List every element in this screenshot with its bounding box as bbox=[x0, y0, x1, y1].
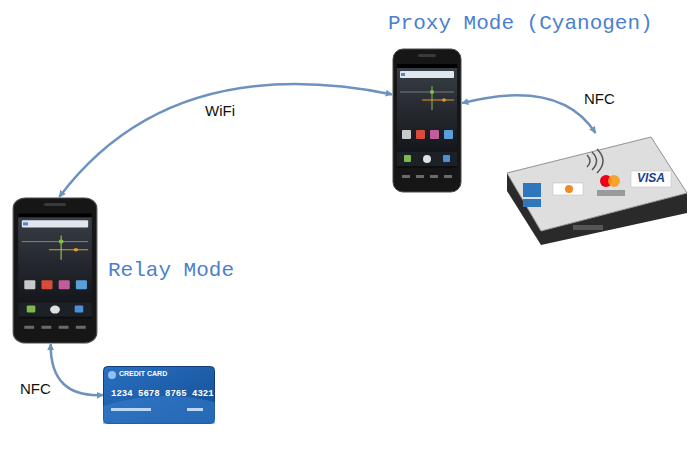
link-arrow bbox=[51, 344, 103, 395]
screen-line bbox=[61, 236, 62, 260]
discover-logo bbox=[565, 185, 573, 193]
mode-label: Relay Mode bbox=[108, 259, 234, 282]
screen-dot bbox=[59, 240, 64, 244]
card-wave bbox=[103, 396, 215, 424]
link-label: NFC bbox=[584, 90, 615, 107]
contactless-symbol bbox=[592, 152, 597, 170]
card-expiry-line bbox=[187, 408, 203, 411]
nav-button bbox=[402, 175, 410, 178]
credit-card: CREDIT CARD 1234 5678 8765 4321 bbox=[103, 366, 215, 424]
terminal-slot bbox=[573, 225, 603, 230]
app-icon bbox=[443, 155, 450, 162]
app-icon bbox=[402, 130, 411, 139]
proxy-phone: Proxy Mode (Cyanogen) bbox=[392, 48, 462, 193]
card-body bbox=[104, 367, 215, 424]
nav-button bbox=[430, 175, 438, 178]
smartphone-illustration bbox=[392, 48, 462, 193]
app-icon bbox=[50, 305, 60, 313]
phone-speaker bbox=[418, 54, 436, 57]
search-bar bbox=[400, 71, 454, 78]
app-icon bbox=[24, 280, 35, 289]
app-icon bbox=[27, 305, 36, 312]
discover-logo bbox=[553, 183, 583, 195]
phone-speaker bbox=[44, 203, 66, 206]
link-label: NFC bbox=[20, 380, 51, 397]
link-arrow bbox=[462, 95, 596, 133]
screen-line bbox=[422, 100, 454, 101]
mastercard-logo bbox=[608, 175, 620, 187]
nav-button bbox=[24, 326, 34, 329]
visa-badge bbox=[631, 171, 671, 187]
payment-terminal: VISA bbox=[503, 133, 688, 245]
phone-body bbox=[393, 49, 461, 192]
app-icon bbox=[416, 130, 425, 139]
card-holder-line bbox=[111, 408, 151, 411]
nav-button bbox=[41, 326, 51, 329]
visa-logo-text: VISA bbox=[637, 172, 665, 185]
nav-button bbox=[444, 175, 452, 178]
nav-button bbox=[76, 326, 86, 329]
payment-terminal-illustration bbox=[503, 133, 688, 245]
status-bar bbox=[397, 64, 457, 68]
nav-button bbox=[59, 326, 69, 329]
link-label: WiFi bbox=[205, 102, 235, 119]
app-icon bbox=[59, 280, 70, 289]
screen-dot bbox=[74, 248, 78, 252]
app-icon bbox=[75, 305, 84, 312]
card-number: 1234 5678 8765 4321 bbox=[111, 390, 214, 400]
screen-line bbox=[400, 92, 454, 93]
search-icon bbox=[23, 222, 28, 225]
card-title: CREDIT CARD bbox=[119, 370, 167, 378]
card-logo bbox=[523, 199, 541, 207]
phone-screen bbox=[18, 213, 92, 318]
contactless-symbol bbox=[587, 155, 590, 167]
smartphone-illustration bbox=[12, 197, 98, 344]
mode-label: Proxy Mode (Cyanogen) bbox=[388, 12, 653, 35]
link-arrow bbox=[59, 84, 392, 197]
app-dock bbox=[397, 152, 457, 166]
search-icon bbox=[401, 73, 405, 76]
search-bar bbox=[22, 220, 88, 227]
app-icon bbox=[41, 280, 52, 289]
app-icon bbox=[423, 155, 431, 163]
relay-phone: Relay Mode bbox=[12, 197, 98, 344]
screen-line bbox=[22, 241, 88, 242]
contactless-symbol bbox=[597, 149, 603, 173]
screen-dot bbox=[430, 90, 434, 94]
app-icon bbox=[404, 155, 411, 162]
app-dock bbox=[18, 302, 92, 316]
app-icon bbox=[430, 130, 439, 139]
app-icon bbox=[76, 280, 87, 289]
screen-dot bbox=[442, 98, 446, 102]
amex-logo bbox=[523, 183, 541, 197]
terminal-body bbox=[507, 137, 687, 245]
card-logo bbox=[108, 371, 116, 379]
screen-line bbox=[49, 249, 88, 250]
app-icon bbox=[444, 130, 453, 139]
card-logo bbox=[597, 190, 625, 196]
terminal-top bbox=[507, 137, 687, 231]
phone-screen bbox=[397, 64, 457, 168]
status-bar bbox=[18, 213, 92, 217]
screen-line bbox=[432, 86, 433, 110]
nav-button bbox=[416, 175, 424, 178]
phone-body bbox=[13, 198, 97, 343]
